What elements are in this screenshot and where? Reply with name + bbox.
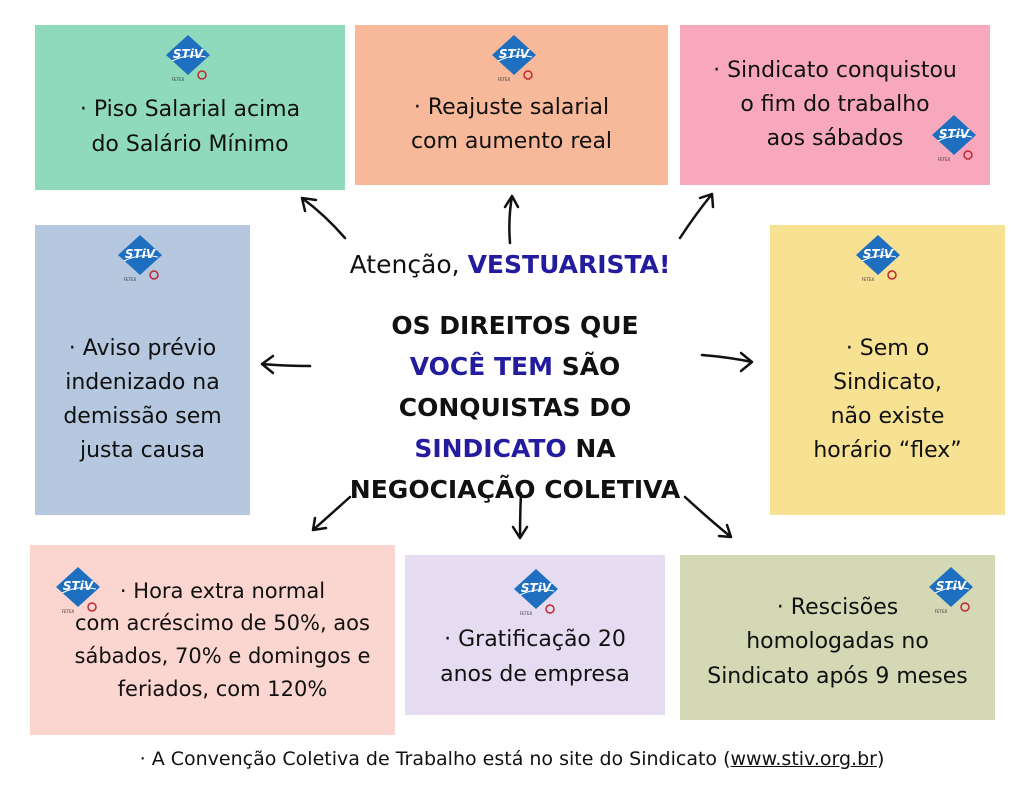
- arrow-icon: [260, 354, 312, 375]
- stiv-logo: STiV FETEX: [114, 233, 166, 283]
- card-aviso-previo: · Aviso prévio indenizado na demissão se…: [35, 225, 250, 515]
- card-horario-flex: · Sem o Sindicato, não existe horário “f…: [770, 225, 1005, 515]
- site-link[interactable]: www.stiv.org.br: [730, 748, 877, 770]
- svg-text:FETEX: FETEX: [520, 611, 533, 616]
- svg-text:STiV: STiV: [863, 247, 895, 261]
- svg-text:STiV: STiV: [939, 127, 971, 141]
- stiv-logo: STiV FETEX: [52, 565, 104, 615]
- stiv-logo: STiV FETEX: [928, 113, 980, 163]
- text: SÃO: [553, 352, 621, 381]
- attention-highlight: VESTUARISTA!: [467, 250, 671, 279]
- highlight: VOCÊ TEM: [409, 352, 553, 381]
- card-text: · Reajuste salarial com aumento real: [410, 94, 613, 154]
- card-text: · Rescisões homologadas no Sindicato apó…: [707, 595, 968, 689]
- svg-text:STiV: STiV: [521, 581, 553, 595]
- svg-text:STiV: STiV: [63, 579, 95, 593]
- card-text: · Aviso prévio indenizado na demissão se…: [63, 335, 222, 464]
- footer-end: ): [876, 748, 885, 770]
- svg-text:STiV: STiV: [125, 247, 157, 261]
- arrow-icon: [511, 491, 529, 540]
- arrow-icon: [503, 194, 520, 245]
- message-line: VOCÊ TEM SÃO: [310, 346, 720, 387]
- svg-text:FETEX: FETEX: [498, 77, 511, 82]
- stiv-logo: STiV FETEX: [852, 233, 904, 283]
- card-text: · Sindicato conquistou o fim do trabalho…: [713, 57, 957, 152]
- svg-text:STiV: STiV: [499, 47, 531, 61]
- message-line: CONQUISTAS DO: [398, 393, 632, 422]
- svg-text:FETEX: FETEX: [935, 609, 948, 614]
- stiv-logo: STiV FETEX: [510, 567, 562, 617]
- arrow-icon: [683, 495, 733, 539]
- svg-text:FETEX: FETEX: [124, 277, 137, 282]
- card-sabados: · Sindicato conquistou o fim do trabalho…: [680, 25, 990, 185]
- card-text: · Piso Salarial acima do Salário Mínimo: [79, 97, 301, 157]
- message-line: OS DIREITOS QUE: [391, 311, 639, 340]
- arrow-icon: [300, 196, 347, 240]
- arrow-icon: [700, 351, 754, 373]
- footer-note: · A Convenção Coletiva de Trabalho está …: [0, 748, 1024, 770]
- main-message: OS DIREITOS QUE VOCÊ TEM SÃO CONQUISTAS …: [310, 305, 720, 510]
- stiv-logo: STiV FETEX: [488, 33, 540, 83]
- svg-text:STiV: STiV: [173, 47, 205, 61]
- stiv-logo: STiV FETEX: [162, 33, 214, 83]
- attention-text: Atenção,: [349, 250, 468, 279]
- arrow-icon: [311, 495, 352, 532]
- svg-text:FETEX: FETEX: [172, 77, 185, 82]
- svg-text:FETEX: FETEX: [862, 277, 875, 282]
- attention-heading: Atenção, VESTUARISTA!: [320, 250, 700, 279]
- card-text: · Gratificação 20 anos de empresa: [440, 627, 630, 687]
- text: NA: [566, 434, 616, 463]
- message-line: NEGOCIAÇÃO COLETIVA: [349, 475, 681, 504]
- arrow-icon: [678, 192, 715, 240]
- card-hora-extra: · Hora extra normal com acréscimo de 50%…: [30, 545, 395, 735]
- stiv-logo: STiV FETEX: [925, 565, 977, 615]
- card-text: · Sem o Sindicato, não existe horário “f…: [813, 335, 962, 464]
- svg-text:FETEX: FETEX: [938, 157, 951, 162]
- card-text: · Hora extra normal com acréscimo de 50%…: [74, 578, 371, 701]
- footer-text: · A Convenção Coletiva de Trabalho está …: [139, 748, 731, 770]
- highlight: SINDICATO: [414, 434, 567, 463]
- svg-text:STiV: STiV: [936, 579, 968, 593]
- svg-text:FETEX: FETEX: [62, 609, 75, 614]
- message-line: SINDICATO NA: [310, 428, 720, 469]
